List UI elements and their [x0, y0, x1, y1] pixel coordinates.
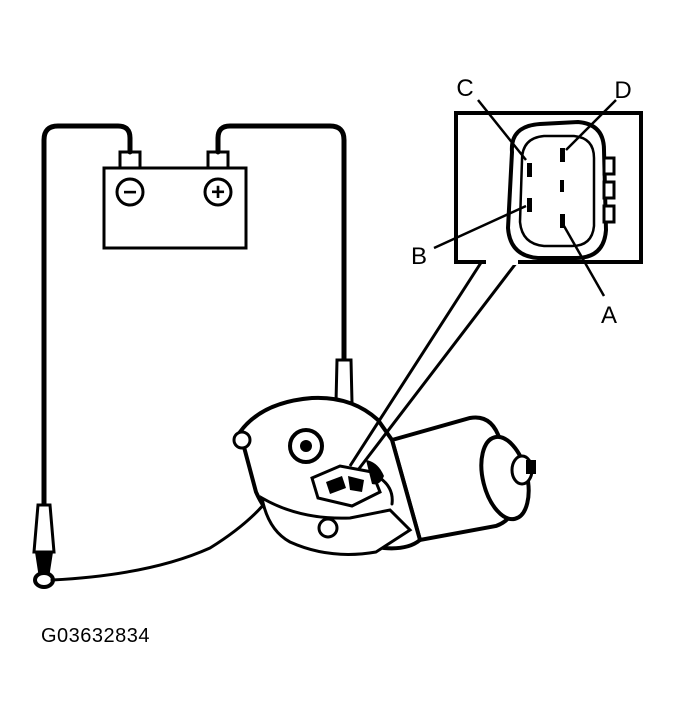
positive-terminal-icon: [203, 177, 233, 207]
positive-symbol: +: [211, 179, 225, 206]
connector-detail: [433, 99, 643, 297]
battery: − +: [102, 150, 248, 250]
terminal-d-pin: [560, 148, 565, 162]
negative-clip: [32, 503, 56, 589]
negative-symbol: −: [123, 179, 137, 206]
terminal-a-pin: [560, 214, 565, 228]
terminal-label-a: A: [601, 302, 617, 329]
terminal-b-pin: [527, 198, 532, 212]
figure-id: G03632834: [41, 625, 150, 647]
wiper-motor: [232, 395, 536, 556]
terminal-label-b: B: [411, 243, 427, 270]
test-leads: [41, 123, 347, 508]
negative-terminal-icon: [115, 177, 145, 207]
callout-lines: [348, 257, 522, 471]
connector-housing: [505, 119, 609, 260]
terminal-label-c: C: [456, 75, 473, 102]
terminal-label-d: D: [614, 77, 631, 104]
terminal-mid-pin: [560, 180, 564, 192]
terminal-c-pin: [527, 163, 532, 177]
